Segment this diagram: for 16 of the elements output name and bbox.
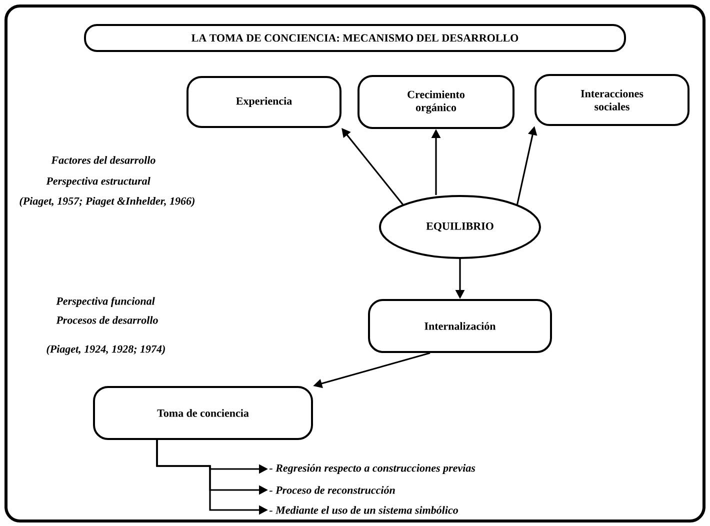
note-text: Perspectiva funcional — [56, 296, 155, 308]
bullet-text: - Mediante el uso de un sistema simbólico — [269, 506, 458, 514]
note-text: (Piaget, 1924, 1928; 1974) — [46, 345, 165, 355]
note-text: Perspectiva estructural — [46, 177, 150, 187]
bullet-text: - Proceso de reconstrucción — [269, 486, 395, 494]
process-box: Experiencia — [186, 76, 342, 128]
note-text: Factores del desarrollo — [51, 156, 156, 164]
note-text: (Piaget, 1957; Piaget &Inhelder, 1966) — [20, 197, 194, 207]
note-text: Procesos de desarrollo — [56, 316, 158, 324]
ellipse-node: EQUILIBRIO — [379, 195, 541, 259]
process-box: Internalización — [368, 299, 552, 353]
title-box: LA TOMA DE CONCIENCIA: MECANISMO DEL DESARROLLO — [84, 24, 626, 52]
process-box: Interacciones sociales — [534, 74, 690, 126]
process-box: Toma de conciencia — [93, 386, 313, 440]
bullet-text: - Regresión respecto a construcciones previas — [269, 464, 476, 474]
process-box: Crecimiento orgánico — [358, 75, 514, 129]
